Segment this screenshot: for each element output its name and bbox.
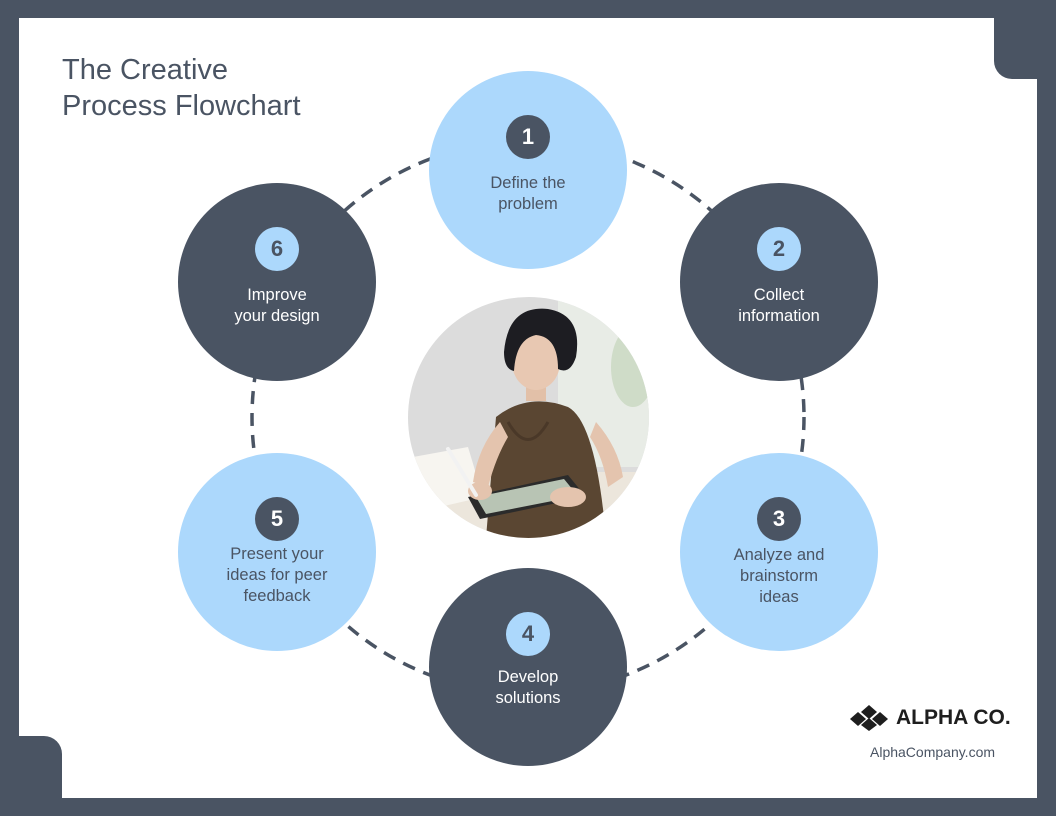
title-line-1: The Creative [62, 54, 229, 86]
diamond-logo-icon [850, 705, 888, 731]
corner-decoration-bottom-left [0, 736, 62, 816]
corner-decoration-top-right [994, 0, 1056, 79]
center-photo [408, 297, 649, 538]
step-1-label: Define the problem [443, 173, 613, 215]
step-1-label-line-2: problem [498, 195, 558, 213]
brand-logo: ALPHA CO. [848, 703, 1011, 733]
step-3-circle: 3 Analyze and brainstorm ideas [680, 453, 878, 651]
step-5-label-line-2: ideas for peer [226, 566, 328, 584]
step-1-label-line-1: Define the [490, 174, 566, 192]
step-6-label-line-2: your design [234, 307, 320, 325]
brand-name: ALPHA CO. [896, 706, 1011, 729]
person-drawing-illustration [408, 297, 649, 538]
step-5-label-line-3: feedback [243, 587, 311, 605]
step-6-number: 6 [255, 227, 299, 271]
step-3-number: 3 [757, 497, 801, 541]
step-4-number: 4 [506, 612, 550, 656]
step-4-label-line-1: Develop [497, 668, 559, 686]
step-6-circle: 6 Improve your design [178, 183, 376, 381]
step-5-label-line-1: Present your [230, 545, 324, 563]
step-5-label: Present your ideas for peer feedback [192, 544, 362, 607]
step-1-number: 1 [506, 115, 550, 159]
step-5-number: 5 [255, 497, 299, 541]
step-3-label-line-3: ideas [759, 588, 799, 606]
step-4-label-line-2: solutions [495, 689, 561, 707]
step-2-number: 2 [757, 227, 801, 271]
step-6-label-line-1: Improve [247, 286, 307, 304]
step-2-label-line-2: information [738, 307, 820, 325]
title-line-2: Process Flowchart [62, 90, 301, 122]
step-1-circle: 1 Define the problem [429, 71, 627, 269]
step-2-label: Collect information [694, 285, 864, 327]
step-3-label-line-1: Analyze and [733, 546, 825, 564]
step-4-label: Develop solutions [443, 667, 613, 709]
page-title: The Creative Process Flowchart [62, 52, 301, 124]
step-3-label: Analyze and brainstorm ideas [694, 545, 864, 608]
brand-website: AlphaCompany.com [870, 744, 996, 760]
step-2-circle: 2 Collect information [680, 183, 878, 381]
step-5-circle: 5 Present your ideas for peer feedback [178, 453, 376, 651]
step-2-label-line-1: Collect [753, 286, 805, 304]
step-3-label-line-2: brainstorm [740, 567, 818, 585]
step-6-label: Improve your design [192, 285, 362, 327]
step-4-circle: 4 Develop solutions [429, 568, 627, 766]
